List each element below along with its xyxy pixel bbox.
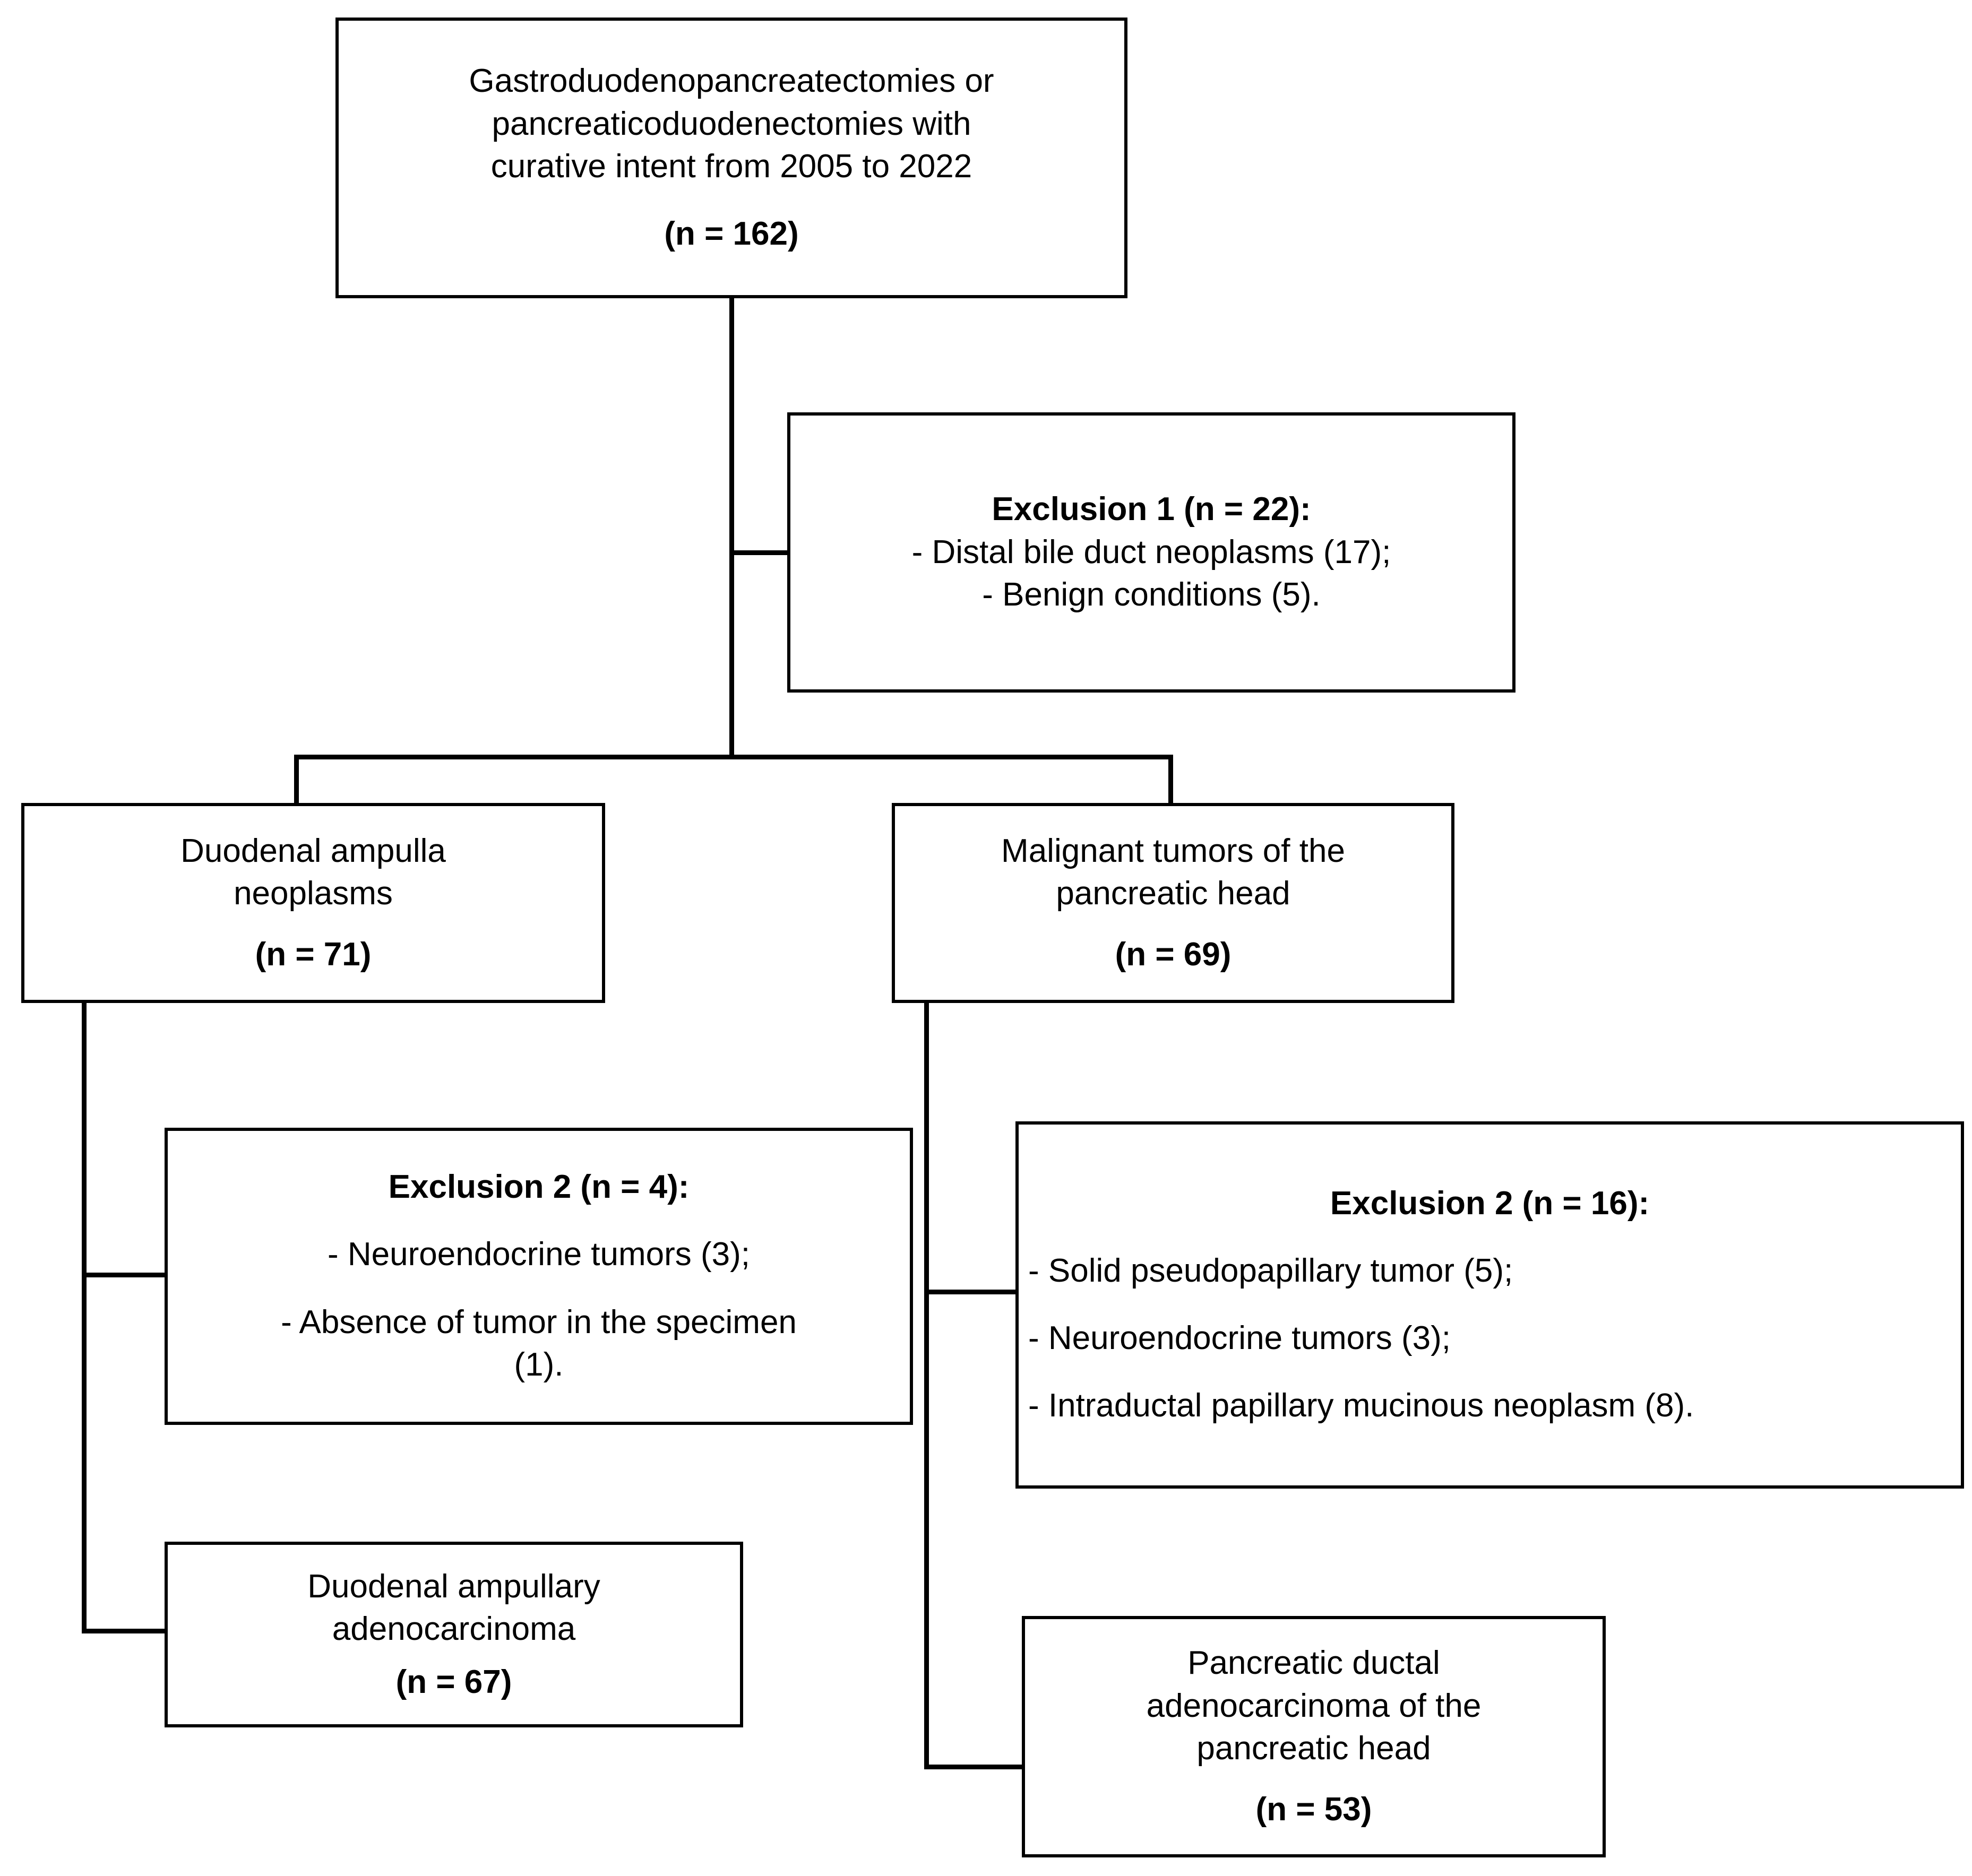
ampulla-count: (n = 71) [255,936,372,973]
node-malignant-tumors-box: Malignant tumors of the pancreatic head … [892,803,1454,1003]
exclusion2b-heading: Exclusion 2 (n = 16): [1330,1185,1650,1222]
connector-malignant-to-exclusion2b [924,1290,1019,1294]
exclusion2b-item-2: - Neuroendocrine tumors (3); [1028,1320,1451,1357]
exclusion1-item-1: - Distal bile duct neoplasms (17); [911,533,1391,570]
node-exclusion-2-pancreas-box: Exclusion 2 (n = 16): - Solid pseudopapi… [1015,1121,1964,1489]
connector-ampulla-to-exclusion2a [82,1273,168,1277]
ampulla-line-1: Duodenal ampulla [180,832,446,869]
exclusion2a-item-2-cont: (1). [514,1346,564,1384]
exclusion2b-item-1: - Solid pseudopapillary tumor (5); [1028,1252,1513,1290]
cohort-line-2: pancreaticoduodenectomies with [492,105,971,142]
node-duodenal-ampullary-adenocarcinoma-box: Duodenal ampullary adenocarcinoma (n = 6… [165,1542,743,1727]
malignant-line-1: Malignant tumors of the [1001,832,1345,869]
connector-cohort-to-exclusion1 [729,550,789,555]
node-duodenal-ampulla-neoplasms-box: Duodenal ampulla neoplasms (n = 71) [21,803,605,1003]
malignant-count: (n = 69) [1115,936,1232,973]
pdac-line-1: Pancreatic ductal [1187,1645,1440,1682]
node-pancreatic-ductal-adenocarcinoma-box: Pancreatic ductal adenocarcinoma of the … [1022,1616,1606,1857]
daac-count: (n = 67) [395,1663,512,1700]
node-exclusion-1-box: Exclusion 1 (n = 22): - Distal bile duct… [787,412,1515,693]
exclusion1-heading: Exclusion 1 (n = 22): [992,491,1311,528]
exclusion2b-item-3: - Intraductal papillary mucinous neoplas… [1028,1387,1694,1424]
ampulla-line-2: neoplasms [234,875,393,912]
exclusion2a-item-1: - Neuroendocrine tumors (3); [328,1236,750,1273]
pdac-line-3: pancreatic head [1196,1730,1431,1767]
malignant-line-2: pancreatic head [1056,875,1290,912]
connector-malignant-trunk [924,1001,929,1769]
pdac-line-2: adenocarcinoma of the [1146,1687,1482,1724]
connector-split-bar [294,755,1173,759]
exclusion2a-item-2: - Absence of tumor in the specimen [281,1303,797,1341]
connector-ampulla-to-daac [82,1629,168,1633]
connector-drop-to-malignant [1168,755,1173,805]
connector-cohort-trunk [729,296,734,759]
exclusion2a-heading: Exclusion 2 (n = 4): [388,1169,690,1206]
cohort-line-1: Gastroduodenopancreatectomies or [469,63,994,100]
connector-malignant-to-pdac [924,1765,1025,1769]
node-exclusion-2-ampulla-box: Exclusion 2 (n = 4): - Neuroendocrine tu… [165,1128,913,1425]
node-cohort-box: Gastroduodenopancreatectomies or pancrea… [335,18,1127,298]
connector-ampulla-trunk [82,1001,87,1633]
daac-line-2: adenocarcinoma [332,1611,576,1648]
cohort-count: (n = 162) [664,215,799,253]
connector-drop-to-ampulla [294,755,299,805]
daac-line-1: Duodenal ampullary [307,1568,600,1605]
cohort-line-3: curative intent from 2005 to 2022 [490,148,972,185]
exclusion1-item-2: - Benign conditions (5). [982,576,1321,613]
pdac-count: (n = 53) [1255,1791,1372,1828]
